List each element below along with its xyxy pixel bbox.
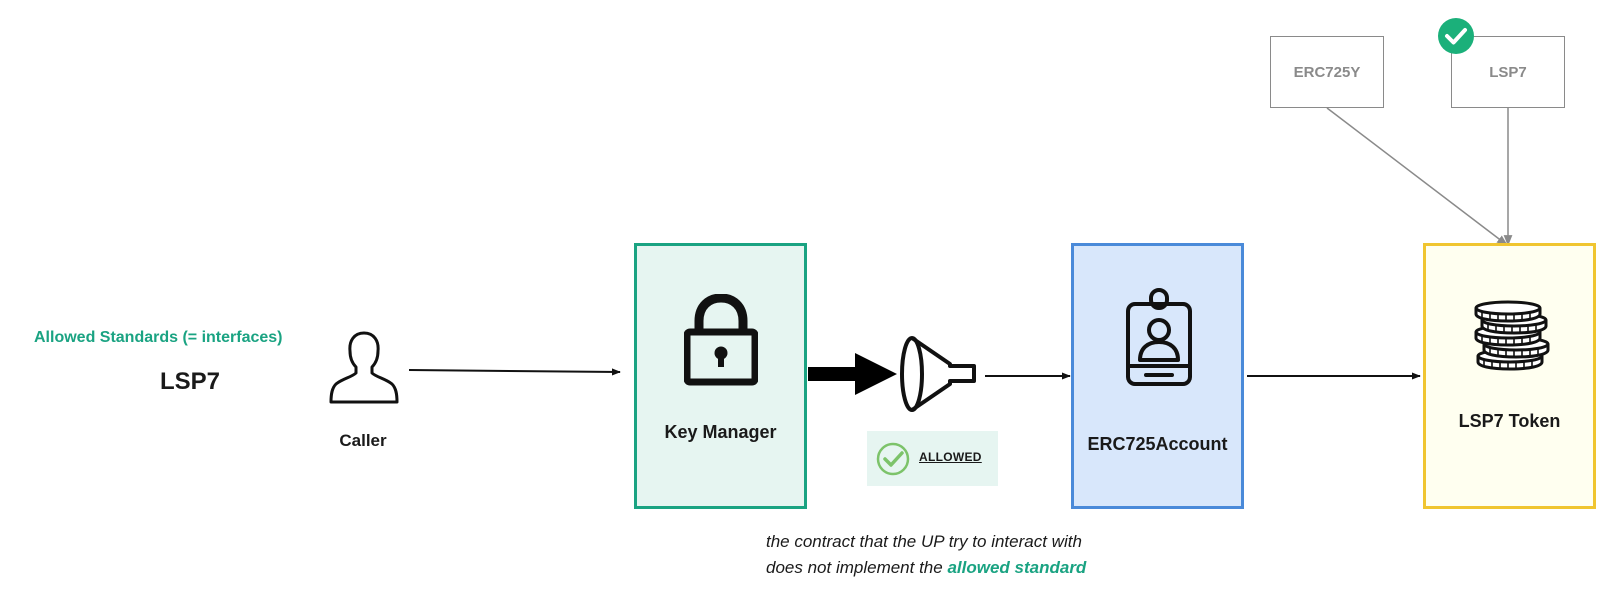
allowed-standard-value: LSP7 [159,368,221,395]
key-manager-label: Key Manager [664,422,777,442]
note-line-2-prefix: does not implement the [766,558,948,577]
allowed-status-badge: ALLOWED [867,431,998,486]
note-text: the contract that the UP try to interact… [766,529,1186,581]
arrow-key-manager-to-filter [808,353,897,395]
standard-erc725y-box: ERC725Y [1270,36,1384,108]
standard-lsp7-box: LSP7 [1451,36,1565,108]
id-badge-icon [1126,288,1192,386]
check-circle-icon [1438,18,1474,54]
coin-stack-icon [1474,300,1550,371]
funnel-icon [900,336,976,412]
lsp7-token-box: LSP7 Token [1423,243,1596,509]
erc725-account-box: ERC725Account [1071,243,1244,509]
key-manager-box: Key Manager [634,243,807,509]
arrow-caller-to-key-manager [408,368,621,376]
allowed-standards-title: Allowed Standards (= interfaces) [34,329,283,346]
allowed-status-label: ALLOWED [919,450,982,464]
lsp7-token-label: LSP7 Token [1458,411,1561,431]
erc725-account-label: ERC725Account [1087,434,1228,454]
check-circle-icon [876,442,910,476]
person-icon [329,331,399,404]
lock-icon [684,294,758,386]
arrow-erc725y-to-token [1326,107,1508,246]
note-line-1: the contract that the UP try to interact… [766,532,1082,551]
note-line-2: does not implement the allowed standard [766,555,1186,581]
note-highlight: allowed standard [947,558,1087,577]
caller-label: Caller [339,431,387,450]
